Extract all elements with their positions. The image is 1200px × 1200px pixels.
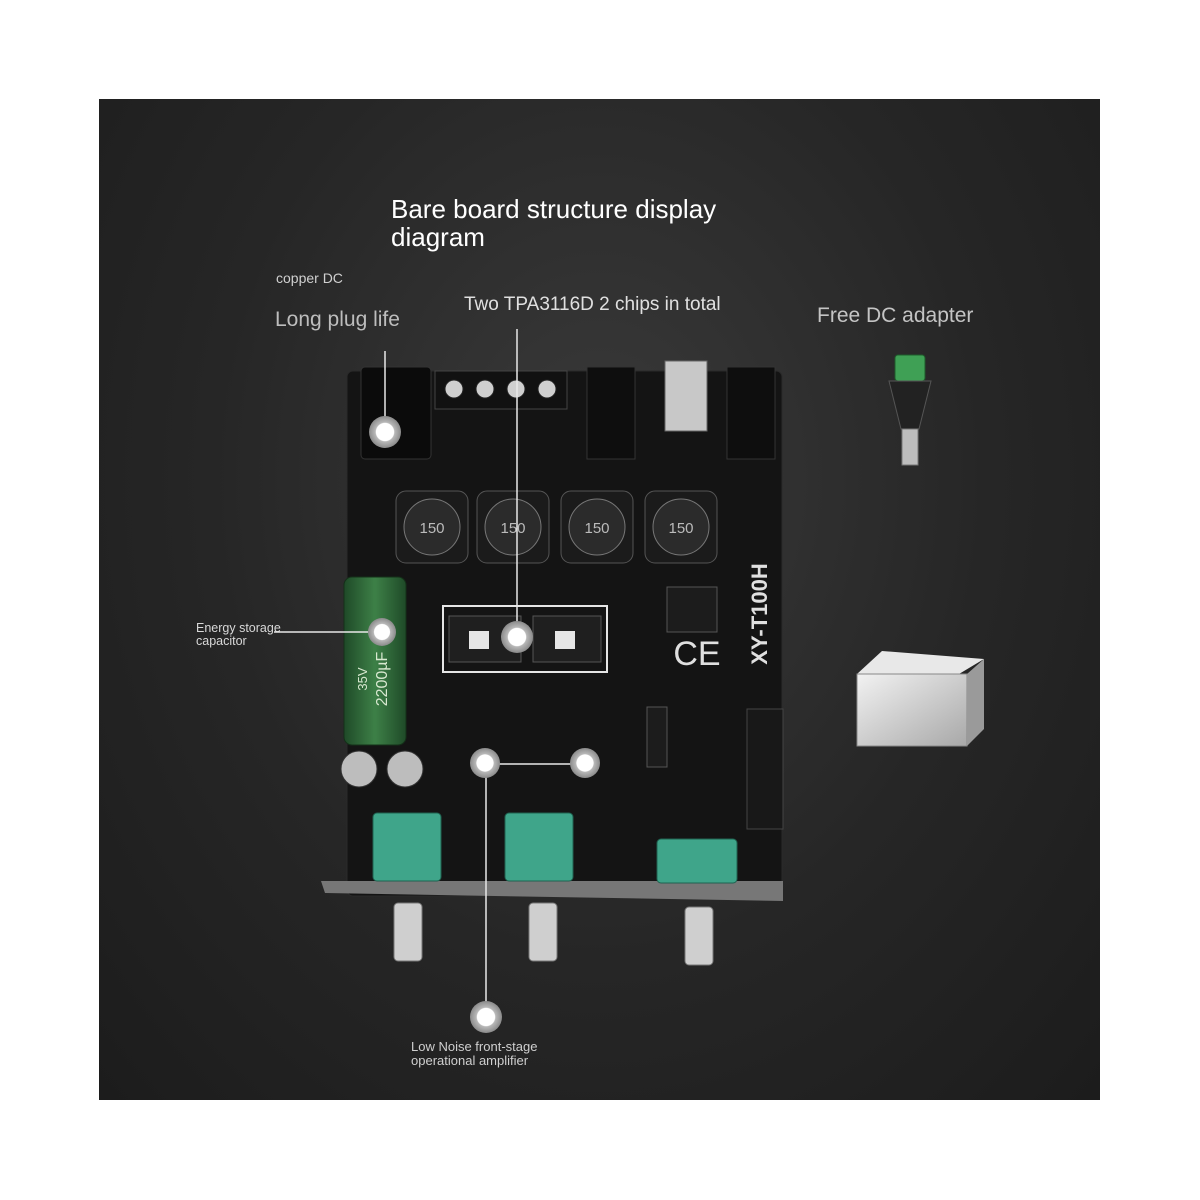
- label-copper-dc: copper DC: [276, 270, 343, 286]
- potentiometer-1: [372, 812, 442, 882]
- chip-pad-2: [555, 631, 575, 649]
- chip-highlight-box: [442, 605, 608, 673]
- audio-jack-2: [726, 366, 776, 460]
- label-chips: Two TPA3116D 2 chips in total: [464, 294, 721, 315]
- label-free-dc-adapter: Free DC adapter: [817, 304, 974, 327]
- inductor-marking-2: 150: [500, 520, 525, 537]
- front-panel: [321, 881, 783, 901]
- callout-dot-dc-jack: [369, 416, 401, 448]
- callout-lines: [274, 329, 585, 1014]
- board-model: XY-T100H: [747, 563, 772, 665]
- callout-dot-capacitor: [368, 618, 396, 646]
- inductor-marking-4: 150: [668, 520, 693, 537]
- board-illustration: 150 150 150 150 2200µF 35V XY-T100H CE: [274, 329, 984, 1033]
- capacitor-voltage: 35V: [355, 667, 370, 690]
- diagram-panel: Bare board structure display diagram cop…: [99, 99, 1100, 1100]
- small-capacitors: [340, 750, 424, 788]
- capacitor-marking: 2200µF: [374, 651, 391, 706]
- regulator: [666, 586, 718, 633]
- heatsink: [856, 651, 984, 747]
- potentiometer-3: [656, 838, 738, 884]
- callout-dot-opamp-1: [470, 748, 500, 778]
- inductor-marking-1: 150: [419, 520, 444, 537]
- callout-dot-chips: [501, 621, 533, 653]
- potentiometer-2: [504, 812, 574, 882]
- terminal-screws: [444, 379, 557, 399]
- knobs: [393, 902, 714, 966]
- energy-storage-capacitor: [343, 576, 407, 746]
- ic-chip: [646, 706, 668, 768]
- label-energy-storage: Energy storage capacitor: [196, 621, 281, 648]
- dc-jack: [360, 366, 432, 460]
- bluetooth-module: [746, 708, 784, 830]
- callout-dot-opamp-2: [570, 748, 600, 778]
- callout-dot-low-noise: [470, 1001, 502, 1033]
- diagram-title: Bare board structure display diagram: [391, 194, 717, 252]
- label-low-noise: Low Noise front-stage operational amplif…: [411, 1039, 538, 1068]
- ce-mark: CE: [673, 635, 720, 673]
- label-long-plug-life: Long plug life: [275, 308, 400, 331]
- aux-jack: [586, 366, 636, 460]
- usb-port: [664, 360, 708, 432]
- inductors: [395, 490, 718, 564]
- dc-adapter: [888, 354, 932, 466]
- inductor-marking-3: 150: [584, 520, 609, 537]
- chip-pad-1: [469, 631, 489, 649]
